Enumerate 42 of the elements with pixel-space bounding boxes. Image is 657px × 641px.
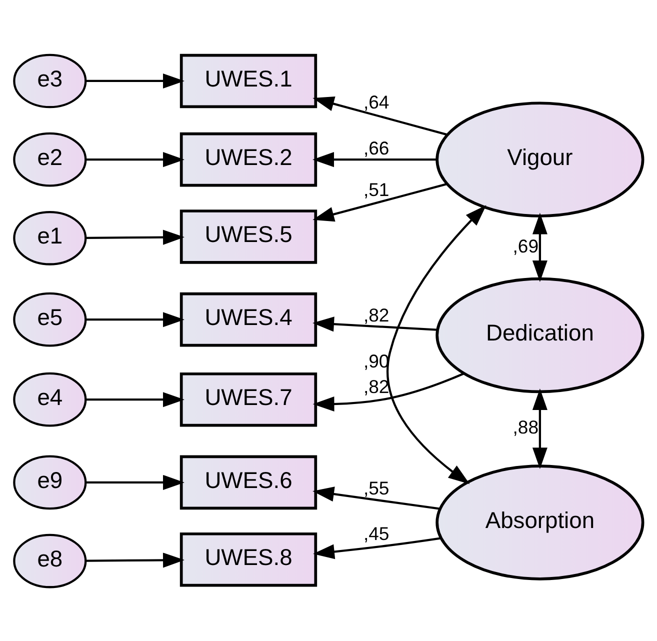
arrow [312,182,447,222]
arrow [86,312,184,327]
node-box: UWES.4 [180,292,318,346]
edge-label: ,45 [363,522,390,544]
arrow [86,552,184,568]
arrow [312,152,437,167]
node-ellipse: e2 [13,132,87,186]
arrow [532,212,548,282]
node-ellipse: Vigour [436,101,644,217]
arrow [86,392,184,407]
node-ellipse: e5 [13,292,87,346]
edge-label: ,66 [363,136,390,158]
node-ellipse: e8 [13,533,87,588]
arrow [86,229,184,244]
edge-label: ,82 [363,304,390,326]
node-ellipse: e3 [13,53,87,108]
node-box: UWES.1 [180,53,318,108]
edge-label: ,51 [363,178,390,200]
arrow [312,486,440,510]
arrow [86,152,184,167]
node-box: UWES.5 [180,209,318,264]
edge-label: ,88 [512,416,539,438]
edge-label: ,55 [363,476,390,498]
arrow [313,536,442,559]
node-ellipse: Dedication [436,276,644,393]
arrow [86,72,184,88]
edge-label: ,69 [512,234,539,256]
node-ellipse: e9 [13,454,87,510]
node-box: UWES.8 [180,532,318,586]
arrow [312,316,438,332]
arrow [532,388,548,469]
node-box: UWES.7 [180,372,318,426]
node-ellipse: e1 [13,210,87,265]
edge-label: ,82 [363,376,390,397]
arrow [86,474,184,490]
arrow [312,96,448,136]
arrow [386,204,486,484]
node-box: UWES.6 [180,454,318,510]
arrow [312,372,464,412]
edge-label: ,64 [363,91,390,112]
node-ellipse: e4 [13,372,87,426]
node-box: UWES.2 [180,132,318,186]
